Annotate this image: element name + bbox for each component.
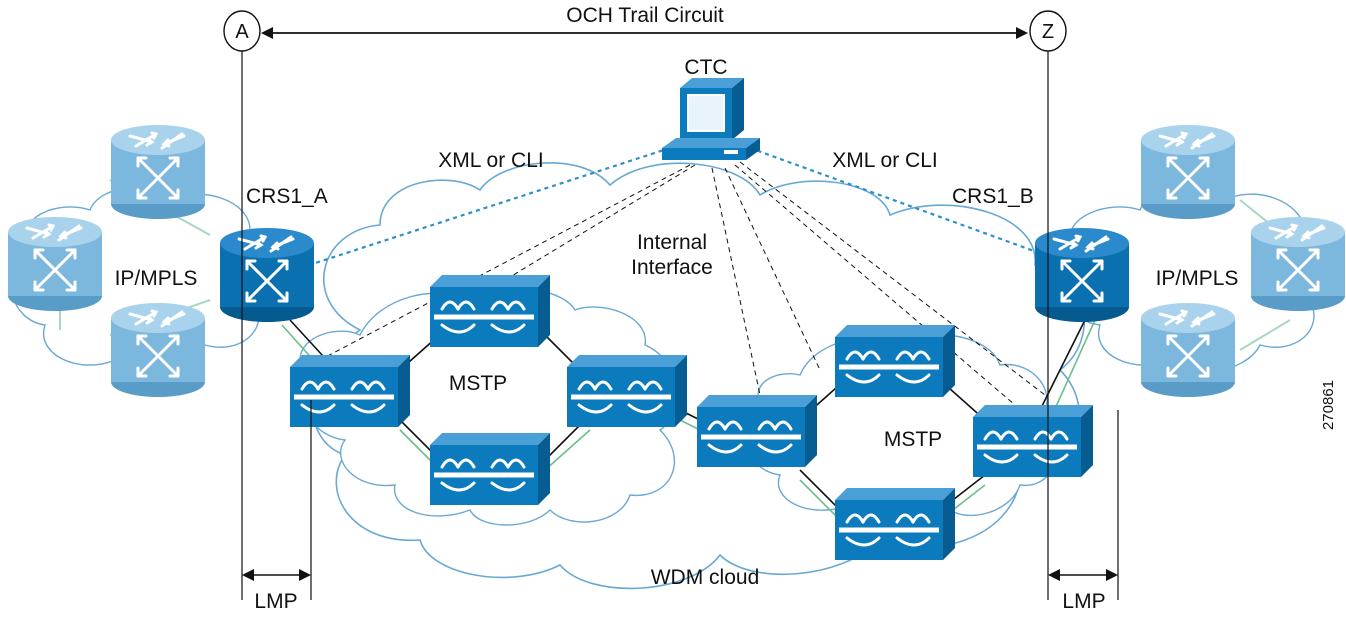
router-left-top: [109, 123, 207, 221]
mstp-switch-3: [567, 355, 687, 427]
ctc-label: CTC: [684, 56, 727, 79]
endpoint-a-label: A: [235, 21, 249, 43]
mstp-switch-2: [430, 275, 550, 347]
endpoint-z-label: Z: [1042, 21, 1054, 43]
xml-cli-left-label: XML or CLI: [438, 149, 543, 172]
endpoint-lines: [241, 48, 1119, 600]
wdm-cloud-label: WDM cloud: [651, 566, 760, 589]
management-links: [319, 161, 1046, 406]
lmp-left-label: LMP: [254, 590, 297, 613]
mstp-right-label: MSTP: [884, 428, 942, 451]
endpoint-z-marker: [1029, 10, 1067, 52]
mstp-switch-7: [973, 405, 1093, 477]
router-crs1-b: [1033, 226, 1131, 324]
router-left-bottom: [109, 301, 207, 399]
internal-interface-line1: Internal: [637, 231, 707, 254]
xml-cli-right-label: XML or CLI: [832, 149, 937, 172]
crs1-a-label: CRS1_A: [246, 185, 328, 208]
endpoint-a-marker: [223, 10, 261, 52]
xml-cli-links: [299, 146, 1046, 270]
ipmpls-right-label: IP/MPLS: [1156, 267, 1239, 290]
mstp-switch-6: [835, 325, 955, 397]
router-right-top: [1139, 123, 1237, 221]
ipmpls-left-label: IP/MPLS: [115, 267, 198, 290]
mstp-left-label: MSTP: [449, 372, 507, 395]
mstp-switch-5: [697, 395, 817, 467]
router-right-mid: [1249, 215, 1346, 313]
router-crs1-a: [218, 226, 316, 324]
router-right-bottom: [1139, 301, 1237, 399]
internal-interface-line2: Interface: [631, 256, 713, 279]
mstp-switch-4: [430, 433, 550, 505]
mstp-switch-1: [290, 355, 410, 427]
trail-label: OCH Trail Circuit: [566, 4, 724, 27]
mstp-switch-8: [835, 488, 955, 560]
ctc-workstation: [661, 77, 761, 161]
crs1-b-label: CRS1_B: [952, 185, 1034, 208]
router-left-mid: [6, 215, 104, 313]
lmp-right-label: LMP: [1062, 590, 1105, 613]
figure-id: 270861: [1320, 380, 1337, 430]
